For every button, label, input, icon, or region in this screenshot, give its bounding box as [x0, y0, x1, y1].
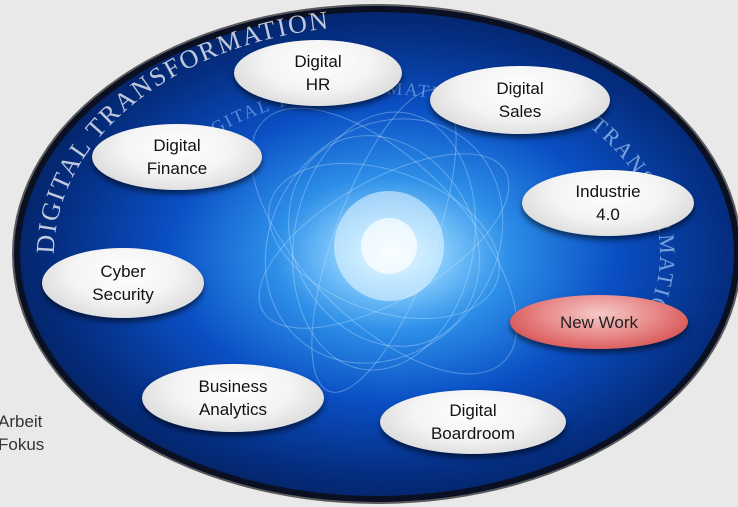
- node-digital-boardroom[interactable]: Digital Boardroom: [380, 390, 566, 454]
- node-new-work[interactable]: New Work: [510, 295, 688, 349]
- node-business-analytics[interactable]: Business Analytics: [142, 364, 324, 432]
- node-digital-sales[interactable]: Digital Sales: [430, 66, 610, 134]
- node-industrie[interactable]: Industrie 4.0: [522, 170, 694, 236]
- node-digital-hr[interactable]: Digital HR: [234, 40, 402, 106]
- node-cyber-security[interactable]: Cyber Security: [42, 248, 204, 318]
- side-text: Arbeit Fokus: [0, 412, 45, 454]
- node-digital-finance[interactable]: Digital Finance: [92, 124, 262, 190]
